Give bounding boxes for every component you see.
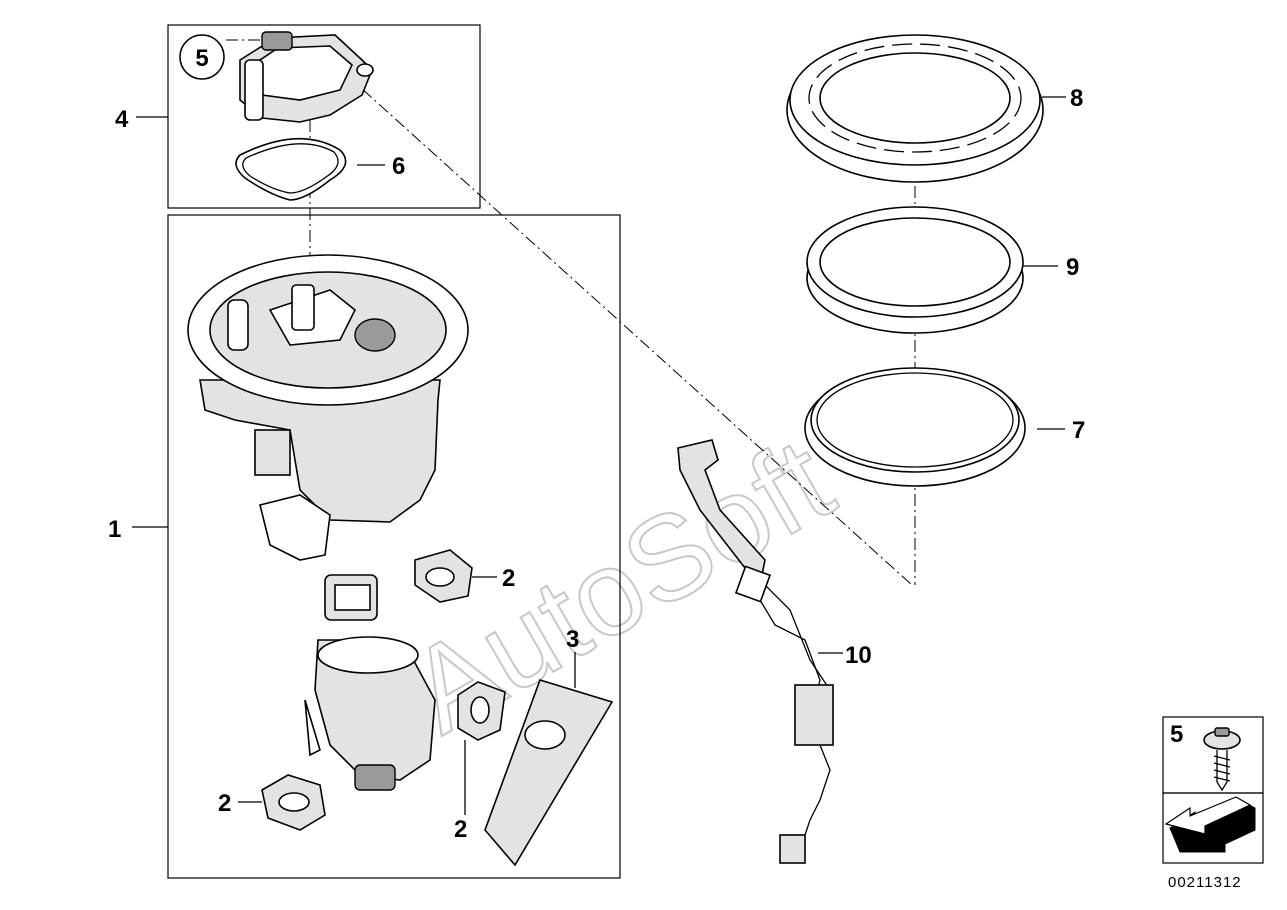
part-2-clip-left [261, 774, 326, 831]
label-part-2-lower: 2 [454, 816, 467, 843]
label-part-6: 6 [392, 153, 405, 180]
part-2-clip-middle [457, 681, 506, 741]
assembly-box-main [167, 214, 621, 879]
fuel-pump-body [304, 574, 436, 791]
legend-panel: 5 [1162, 716, 1264, 864]
part-10-level-sensor [677, 439, 834, 864]
label-part-9: 9 [1066, 254, 1079, 281]
reference-number: 00211312 [1168, 874, 1242, 891]
part-9-seal-ring [806, 206, 1024, 334]
label-part-5: 5 [195, 45, 208, 72]
screw-icon [1203, 727, 1241, 792]
label-part-2-left: 2 [218, 790, 231, 817]
part-8-locking-ring [786, 34, 1044, 183]
arrow-icon [1164, 796, 1256, 853]
part-5-callout: 5 [179, 34, 225, 80]
label-part-10: 10 [845, 642, 872, 669]
part-7-retaining-ring [804, 367, 1026, 487]
legend-label-5: 5 [1170, 721, 1183, 748]
part-4-flange-cover [239, 31, 374, 123]
part-1-pump-module [187, 254, 469, 561]
label-part-7: 7 [1072, 417, 1085, 444]
label-part-3: 3 [566, 626, 579, 653]
part-3-filter [484, 679, 614, 867]
part-2-clip-upper [414, 549, 473, 603]
label-part-8: 8 [1070, 85, 1083, 112]
label-part-1: 1 [108, 516, 121, 543]
label-part-4: 4 [115, 106, 129, 133]
part-6-gasket [235, 137, 347, 201]
label-part-2-upper: 2 [502, 565, 515, 592]
